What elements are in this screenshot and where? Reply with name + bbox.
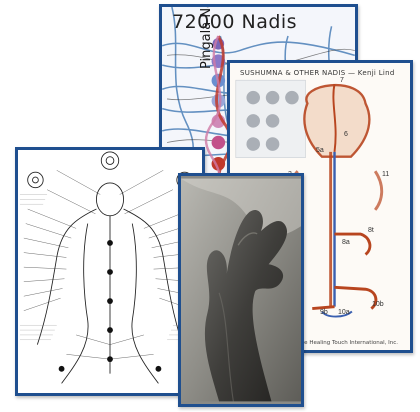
nadis-title: 72000 Nadis [172, 11, 297, 33]
sushumna-header: SUSHUMNA & OTHER NADIS — Kenji Lind [240, 69, 395, 77]
hand-mudra-photo [181, 176, 301, 404]
body-line-drawing [18, 150, 202, 393]
label-10b: 10b [372, 301, 384, 308]
label-8a: 8a [342, 239, 350, 246]
label-5a: 5a [316, 147, 324, 154]
label-7: 7 [340, 77, 344, 84]
label-10a: 10a [338, 309, 350, 316]
label-6: 6 [344, 131, 348, 138]
pingala-nadi-label: Pingala Nadi [199, 4, 214, 69]
body-chart-card [15, 147, 205, 396]
label-8t: 8t [368, 227, 374, 234]
label-11: 11 [382, 171, 389, 178]
hand-photo-card [178, 173, 304, 407]
label-9b: 9b [320, 309, 328, 316]
